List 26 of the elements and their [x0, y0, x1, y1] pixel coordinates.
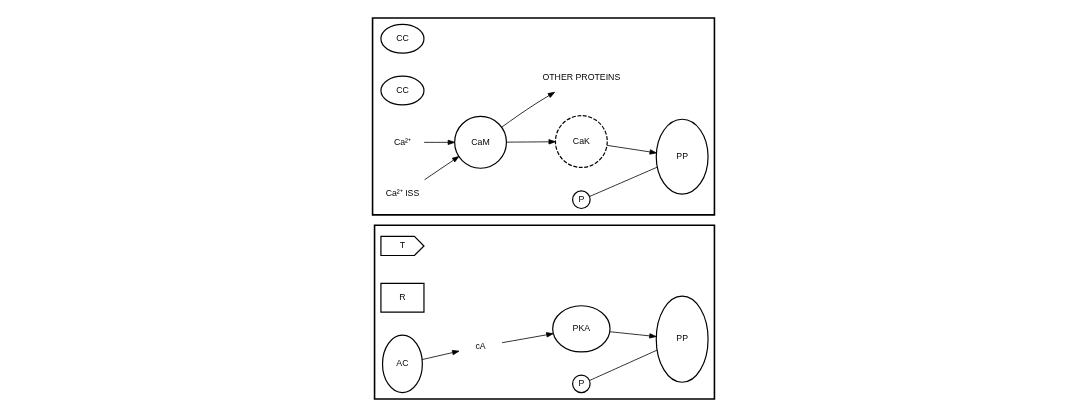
node-circle: P: [571, 374, 591, 394]
node-ellipse: CC: [379, 23, 425, 54]
arrow: [423, 156, 459, 181]
node-text: Ca²⁺: [393, 136, 411, 147]
arrow: [423, 139, 455, 145]
arrow: [501, 332, 553, 344]
node-ellipse: PKA: [551, 305, 611, 353]
arrow: [421, 350, 459, 360]
node-ellipse: PP: [655, 118, 709, 195]
arrow: [500, 91, 555, 128]
arrow: [505, 139, 556, 145]
node-ellipse: PP: [655, 295, 709, 383]
node-text: Ca²⁺ ISS: [385, 188, 419, 199]
node-box: R: [379, 282, 425, 313]
node-ellipse: AC: [381, 334, 423, 394]
connector: [588, 166, 658, 197]
arrow: [606, 145, 657, 155]
node-text: cA: [474, 340, 486, 351]
cluster: [371, 17, 715, 216]
node-text: OTHER PROTEINS: [541, 72, 620, 83]
node-circle: CaK: [554, 115, 608, 169]
node-circle: P: [571, 190, 591, 210]
cluster: [373, 224, 715, 400]
connector: [588, 349, 657, 381]
arrow: [609, 331, 656, 339]
node-ellipse: CC: [379, 75, 425, 106]
